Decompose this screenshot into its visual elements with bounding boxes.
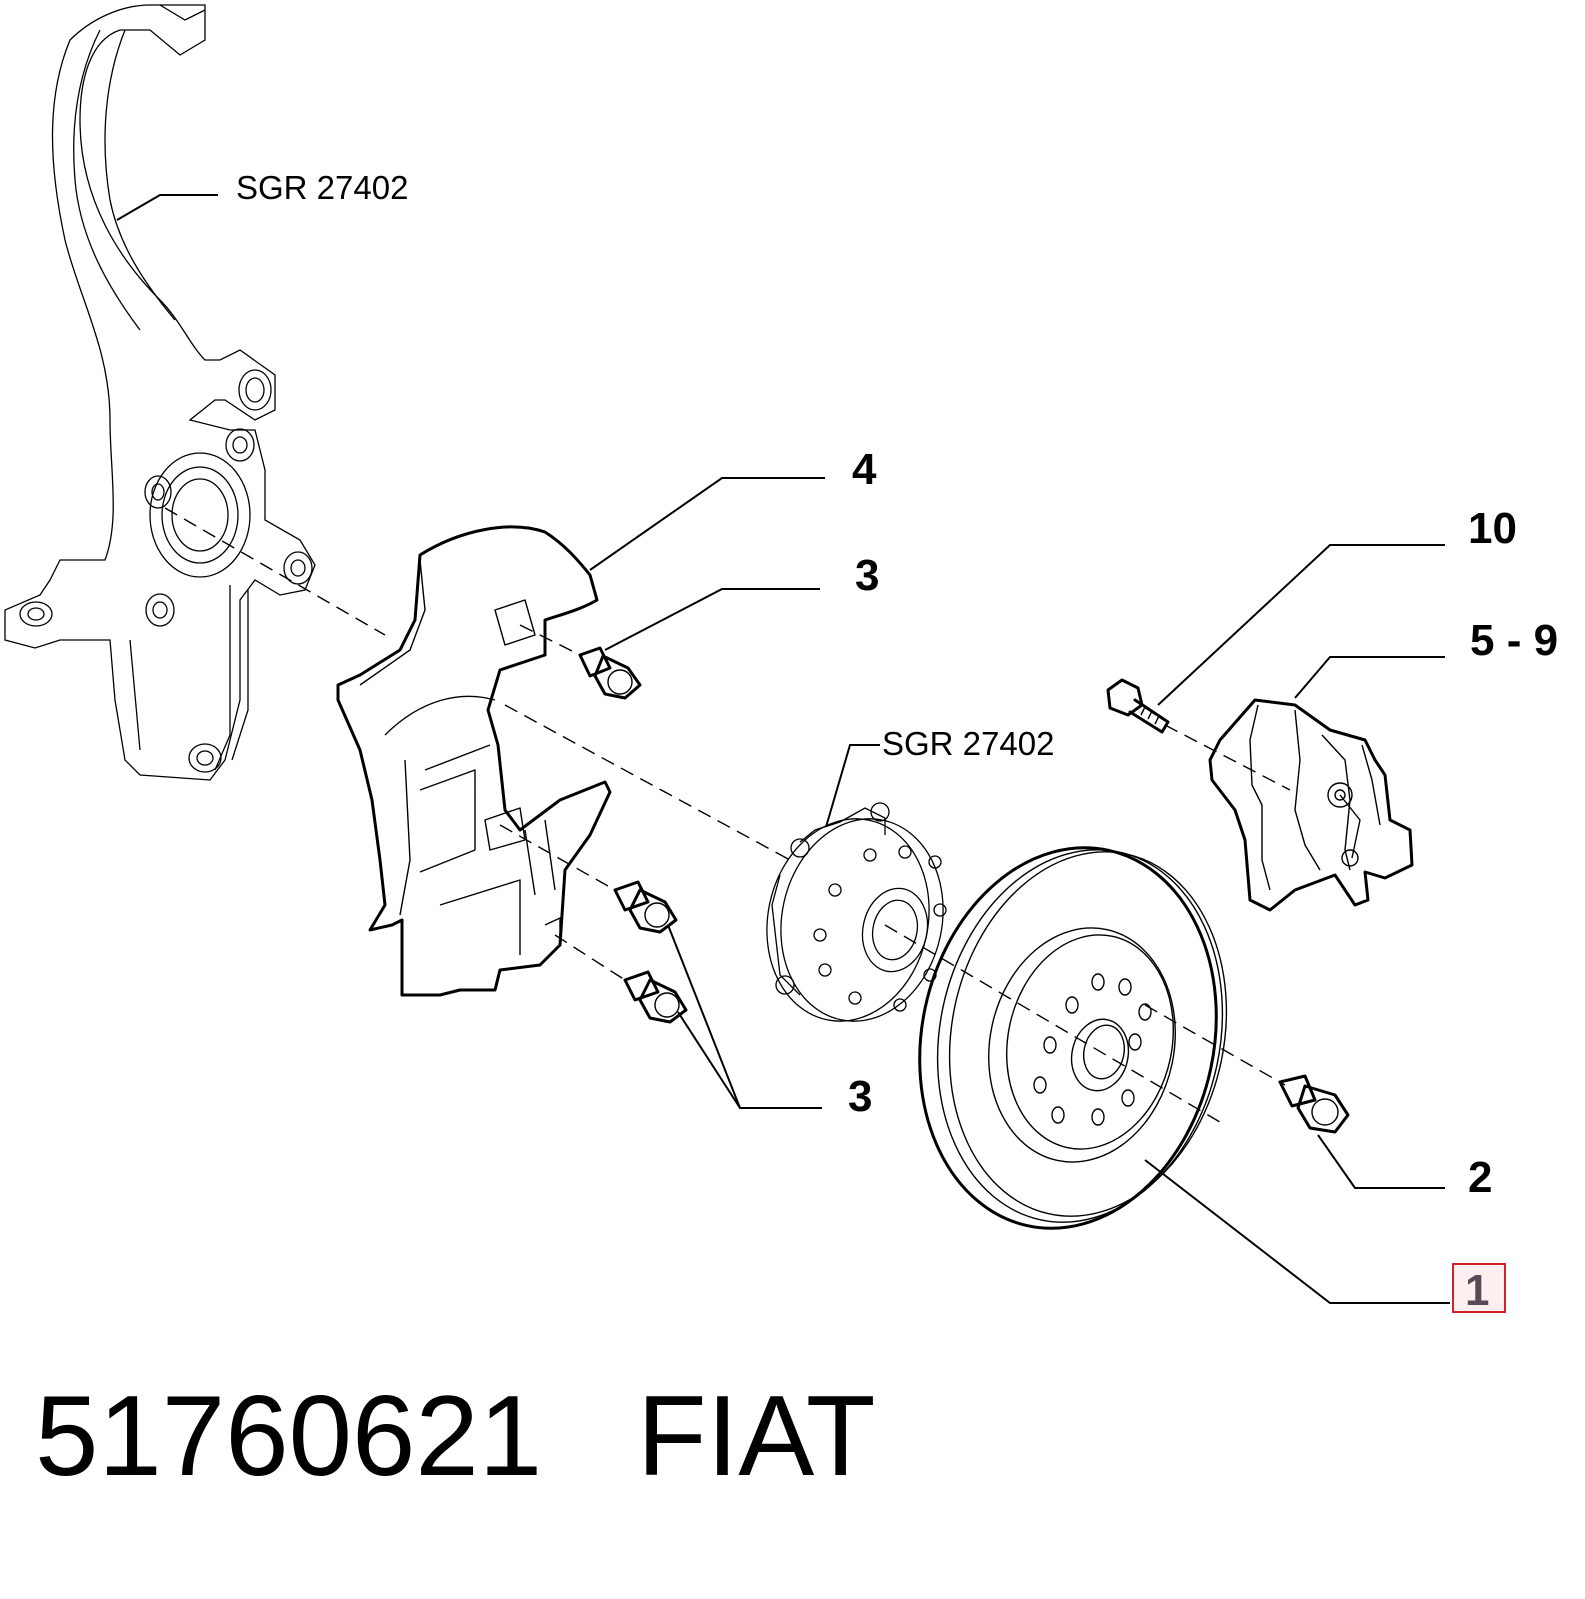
callout-brake-disc: 1	[1465, 1266, 1489, 1315]
caliper-bolt	[1106, 678, 1170, 734]
dust-shield	[336, 525, 612, 997]
part-number: 51760621	[35, 1373, 542, 1500]
brand-name: FIAT	[637, 1373, 876, 1500]
highlight-box	[1452, 1263, 1506, 1313]
wheel-bolt	[1278, 1074, 1350, 1134]
brake-disc	[918, 846, 1228, 1230]
callout-caliper: 5 - 9	[1470, 616, 1558, 665]
callout-brake-disc-highlight[interactable]: 1	[1452, 1263, 1506, 1315]
steering-knuckle-ref: SGR 27402	[236, 169, 408, 206]
wheel-hub-ref: SGR 27402	[882, 725, 1054, 762]
shield-bolt-lower-2	[623, 970, 688, 1024]
callout-wheel-bolt: 2	[1468, 1153, 1492, 1202]
steering-knuckle	[4, 4, 316, 781]
shield-bolt-lower-1	[613, 880, 678, 934]
brake-caliper	[1208, 698, 1414, 912]
leader-lines	[116, 194, 1450, 1304]
shield-bolt-upper	[578, 646, 642, 700]
assembly-axes	[164, 507, 1291, 1126]
callout-caliper-bolt: 10	[1468, 504, 1517, 553]
callout-dust-shield: 4	[852, 445, 877, 494]
callout-shield-bolt-upper: 3	[855, 551, 879, 600]
wheel-hub	[766, 802, 947, 1022]
callout-shield-bolts-lower: 3	[848, 1072, 872, 1121]
